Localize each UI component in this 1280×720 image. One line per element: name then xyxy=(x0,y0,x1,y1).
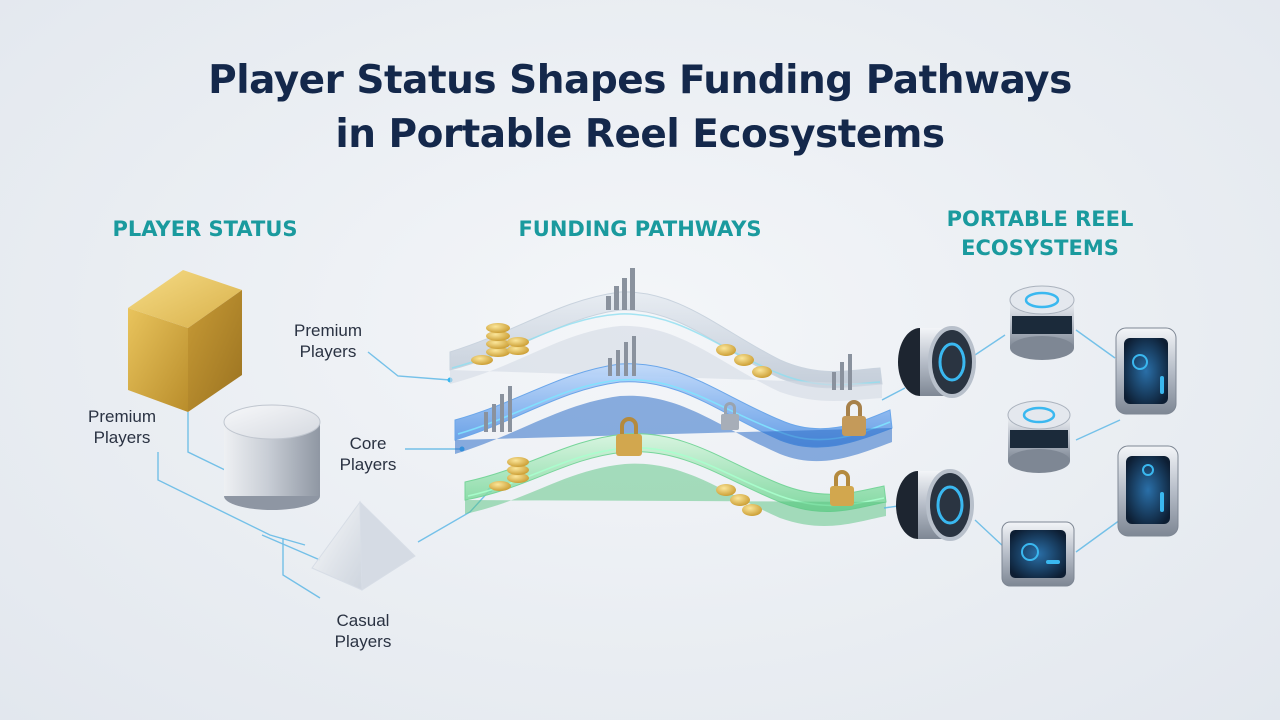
label-premium-a-line-1: Premium xyxy=(293,321,362,340)
lock-icon xyxy=(721,402,739,430)
section-funding-pathways: FUNDING PATHWAYS xyxy=(518,217,762,241)
section-player-status: PLAYER STATUS xyxy=(112,217,298,241)
label-premium-players-a: Premium Players xyxy=(268,320,388,362)
bar-chart-icon xyxy=(484,386,512,432)
label-premium-b-line-2: Players xyxy=(93,428,151,447)
label-premium-b-line-1: Premium xyxy=(87,407,156,426)
puck-device xyxy=(1009,285,1075,360)
main-title-line-2: in Portable Reel Ecosystems xyxy=(335,112,945,157)
label-casual-players: Casual Players xyxy=(308,610,418,652)
bar-chart-icon xyxy=(608,336,636,376)
handheld-device xyxy=(1115,327,1177,415)
player-connectors xyxy=(157,351,491,599)
label-core-line-2: Players xyxy=(339,455,397,474)
coin-pile-icon xyxy=(716,344,772,378)
lock-icon xyxy=(616,417,642,456)
label-core-players: Core Players xyxy=(318,433,418,475)
section-ecosystems-line-2: ECOSYSTEMS xyxy=(961,236,1119,260)
lock-icon xyxy=(830,470,854,506)
section-ecosystems-line-1: PORTABLE REEL xyxy=(946,207,1134,231)
handheld-device xyxy=(1001,521,1075,587)
gold-cube xyxy=(128,270,242,412)
connector-casual xyxy=(417,489,491,543)
label-premium-a-line-2: Players xyxy=(299,342,357,361)
reel-device xyxy=(898,326,976,398)
ecosystem-connectors xyxy=(881,329,1121,553)
bar-chart-icon xyxy=(832,354,852,390)
bar-chart-icon xyxy=(606,268,635,310)
label-core-line-1: Core xyxy=(349,434,387,453)
silver-cylinder xyxy=(223,404,321,510)
connector-premium-b xyxy=(157,452,306,546)
connector-bottom xyxy=(282,538,321,599)
reel-device xyxy=(896,469,974,541)
glass-pyramid xyxy=(311,500,416,591)
main-title-line-1: Player Status Shapes Funding Pathways xyxy=(208,58,1072,103)
pathway-casual xyxy=(464,433,887,526)
pathway-core xyxy=(454,363,893,462)
lock-icon xyxy=(842,400,866,436)
connector-cube-cylinder xyxy=(187,412,226,471)
puck-device xyxy=(1007,400,1071,473)
label-premium-players-b: Premium Players xyxy=(62,406,182,448)
coin-stack-icon xyxy=(471,323,529,365)
label-casual-line-2: Players xyxy=(334,632,392,651)
handheld-device xyxy=(1117,445,1179,537)
label-casual-line-1: Casual xyxy=(336,611,390,630)
section-portable-reel-ecosystems: PORTABLE REEL ECOSYSTEMS xyxy=(920,205,1160,263)
coin-pile-icon xyxy=(716,484,762,516)
pathway-premium xyxy=(449,291,883,401)
connector-premium-a xyxy=(367,351,451,381)
connector-pyramid xyxy=(261,534,321,561)
coin-stack-icon xyxy=(489,457,529,491)
